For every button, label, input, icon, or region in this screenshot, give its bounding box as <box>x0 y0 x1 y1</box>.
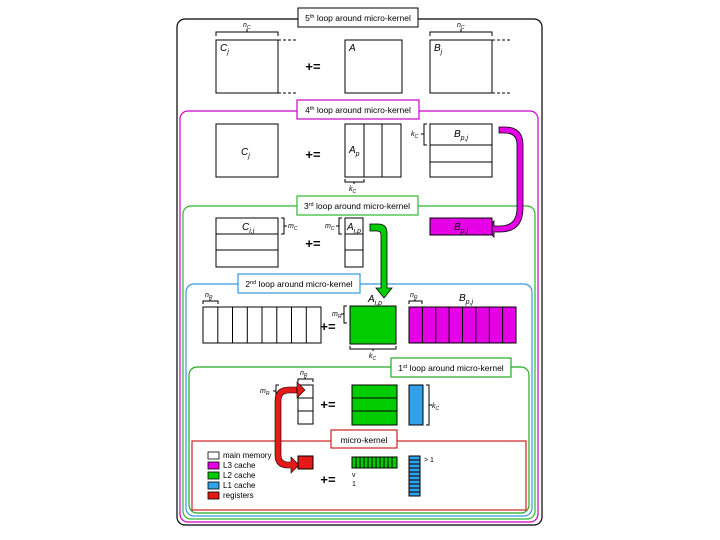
loop3-text: loop around micro-kernel <box>314 201 410 211</box>
svg-text:mC: mC <box>288 223 298 232</box>
loop1-C-microtile: nR mR <box>260 370 314 425</box>
loop3-num: 3 <box>304 201 309 211</box>
loop4-sup: th <box>310 106 315 112</box>
svg-text:Ap: Ap <box>348 145 360 158</box>
svg-text:2nd loop around micro-kernel: 2nd loop around micro-kernel <box>245 279 352 289</box>
svg-text:Ai,p: Ai,p <box>346 222 361 235</box>
legend-l2: L2 cache <box>223 471 256 480</box>
svg-text:kC: kC <box>411 131 419 140</box>
loop4-Ap: Ap kC <box>344 123 402 195</box>
loop3-sup: rd <box>309 202 314 208</box>
svg-text:mR: mR <box>260 388 270 397</box>
mk-register-tile <box>297 455 314 470</box>
loop1-frame <box>188 366 530 514</box>
l2-pack-arrow <box>369 223 393 299</box>
loop4-num: 4 <box>305 105 310 115</box>
svg-text:Ci,j: Ci,j <box>242 222 255 235</box>
loop4-Cj: Cj <box>215 123 279 178</box>
register-arrow-head-top <box>296 381 306 399</box>
svg-text:3rd loop around micro-kernel: 3rd loop around micro-kernel <box>304 201 410 211</box>
loop4-title: 4th loop around micro-kernel <box>296 99 420 120</box>
loop1-A-l2 <box>351 384 398 426</box>
loop1-text: loop around micro-kernel <box>407 363 503 373</box>
mk-B-microstrip <box>408 455 421 497</box>
loop2-text: loop around micro-kernel <box>256 279 352 289</box>
svg-text:Bj: Bj <box>434 43 443 56</box>
svg-text:kC: kC <box>432 403 440 412</box>
loop5-sup: th <box>310 14 315 20</box>
loop2-sup: nd <box>250 280 256 286</box>
legend-swatch-registers <box>207 491 220 500</box>
loop5-text: loop around micro-kernel <box>314 13 410 23</box>
svg-text:Cj: Cj <box>220 43 229 56</box>
loop2-C-panels: nR <box>202 292 322 344</box>
loop1-op: += <box>320 397 336 412</box>
svg-text:nC: nC <box>243 22 251 31</box>
loop2-Aip-l2: Ai,p mR kC <box>332 294 397 362</box>
legend: main memory L3 cache L2 cache L1 cache r… <box>207 451 271 500</box>
loop5-op: += <box>305 59 321 74</box>
loop2-title: 2nd loop around micro-kernel <box>237 273 361 294</box>
loop3-Cij: Ci,j mC <box>215 217 298 268</box>
svg-text:Bp,j: Bp,j <box>459 293 474 306</box>
loop5-A: A <box>344 39 403 94</box>
svg-text:mR: mR <box>332 311 342 320</box>
loop3-op: += <box>305 236 321 251</box>
svg-text:4th loop around micro-kernel: 4th loop around micro-kernel <box>305 105 411 115</box>
svg-text:1st loop around micro-kernel: 1st loop around micro-kernel <box>398 363 504 373</box>
loop2-Bpj-panels: nR Bp,j <box>408 292 517 344</box>
legend-swatch-l2 <box>207 471 220 480</box>
mk-A-microstrip <box>351 456 398 469</box>
svg-text:nC: nC <box>457 22 465 31</box>
svg-text:nR: nR <box>410 292 418 301</box>
loop5-Bj: nC Bj <box>429 22 512 94</box>
loop3-title: 3rd loop around micro-kernel <box>296 195 419 216</box>
loop4-text: loop around micro-kernel <box>314 105 410 115</box>
loop4-Bpj: Bp,j kC <box>411 123 493 178</box>
svg-text:Ai,p: Ai,p <box>367 294 382 307</box>
legend-swatch-main-memory <box>207 451 220 460</box>
loop1-B-l1: kC <box>408 384 440 426</box>
legend-l3: L3 cache <box>223 461 256 470</box>
svg-text:mC: mC <box>325 223 335 232</box>
mk-label-1: 1 <box>352 481 356 488</box>
svg-text:5th loop around micro-kernel: 5th loop around micro-kernel <box>305 13 411 23</box>
svg-text:A: A <box>348 43 356 54</box>
register-arrow <box>274 386 300 474</box>
microkernel-text: micro-kernel <box>341 435 388 445</box>
svg-text:nR: nR <box>300 370 308 379</box>
svg-text:Cj: Cj <box>241 147 250 160</box>
loop1-sup: st <box>403 364 408 370</box>
microkernel-title: micro-kernel <box>330 429 398 449</box>
loop5-Cj: nC Cj <box>215 22 298 94</box>
loop3-Bpj-l3: Bp,j <box>429 217 493 236</box>
legend-registers: registers <box>223 491 254 500</box>
svg-text:kC: kC <box>349 186 357 195</box>
loop2-num: 2 <box>245 279 250 289</box>
mk-label-v: v <box>352 472 356 479</box>
legend-main-memory: main memory <box>223 451 271 460</box>
loop5-frame <box>176 18 543 526</box>
loop5-num: 5 <box>305 13 310 23</box>
mk-op: += <box>320 472 336 487</box>
loop5-title: 5th loop around micro-kernel <box>297 7 419 28</box>
svg-text:Bp,j: Bp,j <box>454 222 469 235</box>
svg-text:nR: nR <box>205 292 213 301</box>
loop3-Aip: Ai,p mC <box>325 217 364 268</box>
legend-l1: L1 cache <box>223 481 256 490</box>
loop4-op: += <box>305 147 321 162</box>
legend-swatch-l1 <box>207 481 220 490</box>
mk-label-gt1: > 1 <box>424 457 434 464</box>
loop2-op: += <box>320 319 336 334</box>
loop1-num: 1 <box>398 363 403 373</box>
legend-swatch-l3 <box>207 461 220 470</box>
svg-text:Bp,j: Bp,j <box>454 129 469 142</box>
svg-text:kC: kC <box>369 353 377 362</box>
loop1-title: 1st loop around micro-kernel <box>390 357 512 378</box>
